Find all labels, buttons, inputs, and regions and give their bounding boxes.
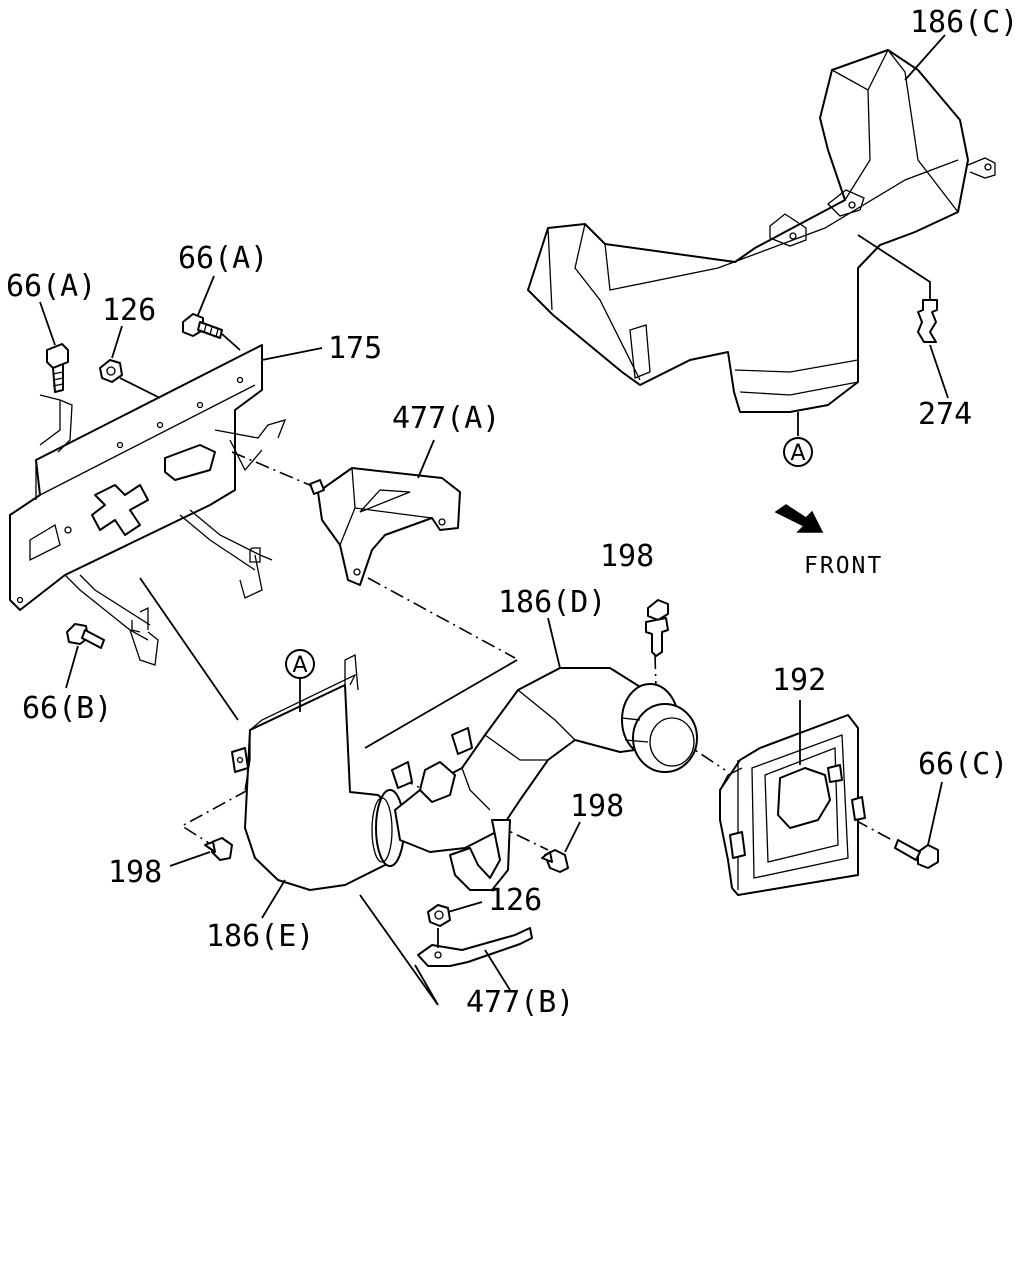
label-126-bottom: 126	[488, 883, 542, 918]
bolt-66a-left	[46, 343, 69, 393]
duct-186e	[231, 653, 405, 891]
leader-66b	[65, 645, 79, 689]
bolt-66c	[894, 839, 939, 869]
leader-126-bottom	[447, 901, 483, 913]
leader-477b	[484, 949, 511, 991]
label-477b: 477(B)	[466, 985, 574, 1020]
label-274: 274	[918, 397, 972, 432]
label-198-left: 198	[108, 855, 162, 890]
reference-a-top: A	[790, 441, 805, 466]
centerline-175-477a	[231, 451, 313, 487]
label-186c: 186(C)	[910, 5, 1018, 40]
extension-186e-477b	[359, 894, 439, 1006]
label-186e: 186(E)	[206, 919, 314, 954]
front-direction-label: FRONT	[804, 553, 883, 579]
leader-175	[261, 347, 323, 361]
duct-186d	[391, 667, 698, 891]
bracket-192	[719, 714, 866, 896]
bolt-66b	[66, 623, 105, 649]
label-198-top: 198	[600, 539, 654, 574]
extension-477a-186e	[364, 659, 518, 749]
clip-274	[857, 234, 938, 343]
clip-198-left	[204, 837, 233, 861]
leader-186c	[904, 34, 946, 81]
clip-198-mid	[541, 849, 569, 873]
leader-186e	[261, 879, 286, 919]
leader-198-mid	[564, 821, 581, 853]
leader-66a-top-label	[197, 275, 215, 316]
label-477a: 477(A)	[392, 401, 500, 436]
nut-126-bottom	[427, 904, 451, 927]
bolt-66a-top	[182, 313, 223, 339]
centerline-198-top	[654, 654, 657, 689]
label-66a-top: 66(A)	[178, 241, 268, 276]
centerline-198-left	[180, 789, 249, 846]
label-126-top: 126	[102, 293, 156, 328]
leader-477a	[417, 439, 435, 479]
label-66c: 66(C)	[918, 747, 1008, 782]
leader-66c	[927, 781, 943, 846]
label-66a-left: 66(A)	[6, 269, 96, 304]
leader-66a-left	[39, 301, 56, 346]
centerline-66c	[854, 819, 893, 841]
reference-a-bottom: A	[292, 653, 307, 678]
clip-198-top	[645, 599, 669, 657]
label-175: 175	[328, 331, 382, 366]
reference-a-top-circle	[783, 437, 813, 467]
label-66b: 66(B)	[22, 691, 112, 726]
front-arrow-icon	[774, 504, 824, 533]
leader-126-top-to-bracket	[119, 377, 161, 399]
leader-126-top	[111, 325, 123, 359]
duct-186c	[527, 49, 996, 413]
bracket-175	[9, 344, 287, 666]
bracket-477b	[417, 927, 533, 967]
leader-66a-top	[221, 333, 241, 351]
label-198-mid: 198	[570, 789, 624, 824]
extension-175-a	[139, 577, 239, 721]
leader-186d	[547, 617, 561, 669]
label-192: 192	[772, 663, 826, 698]
nut-126-top	[99, 359, 123, 383]
label-186d: 186(D)	[498, 585, 606, 620]
leader-274	[929, 344, 949, 399]
bracket-477a	[309, 467, 461, 586]
leader-198-left	[169, 851, 211, 867]
centerline-477a-198	[367, 577, 516, 659]
